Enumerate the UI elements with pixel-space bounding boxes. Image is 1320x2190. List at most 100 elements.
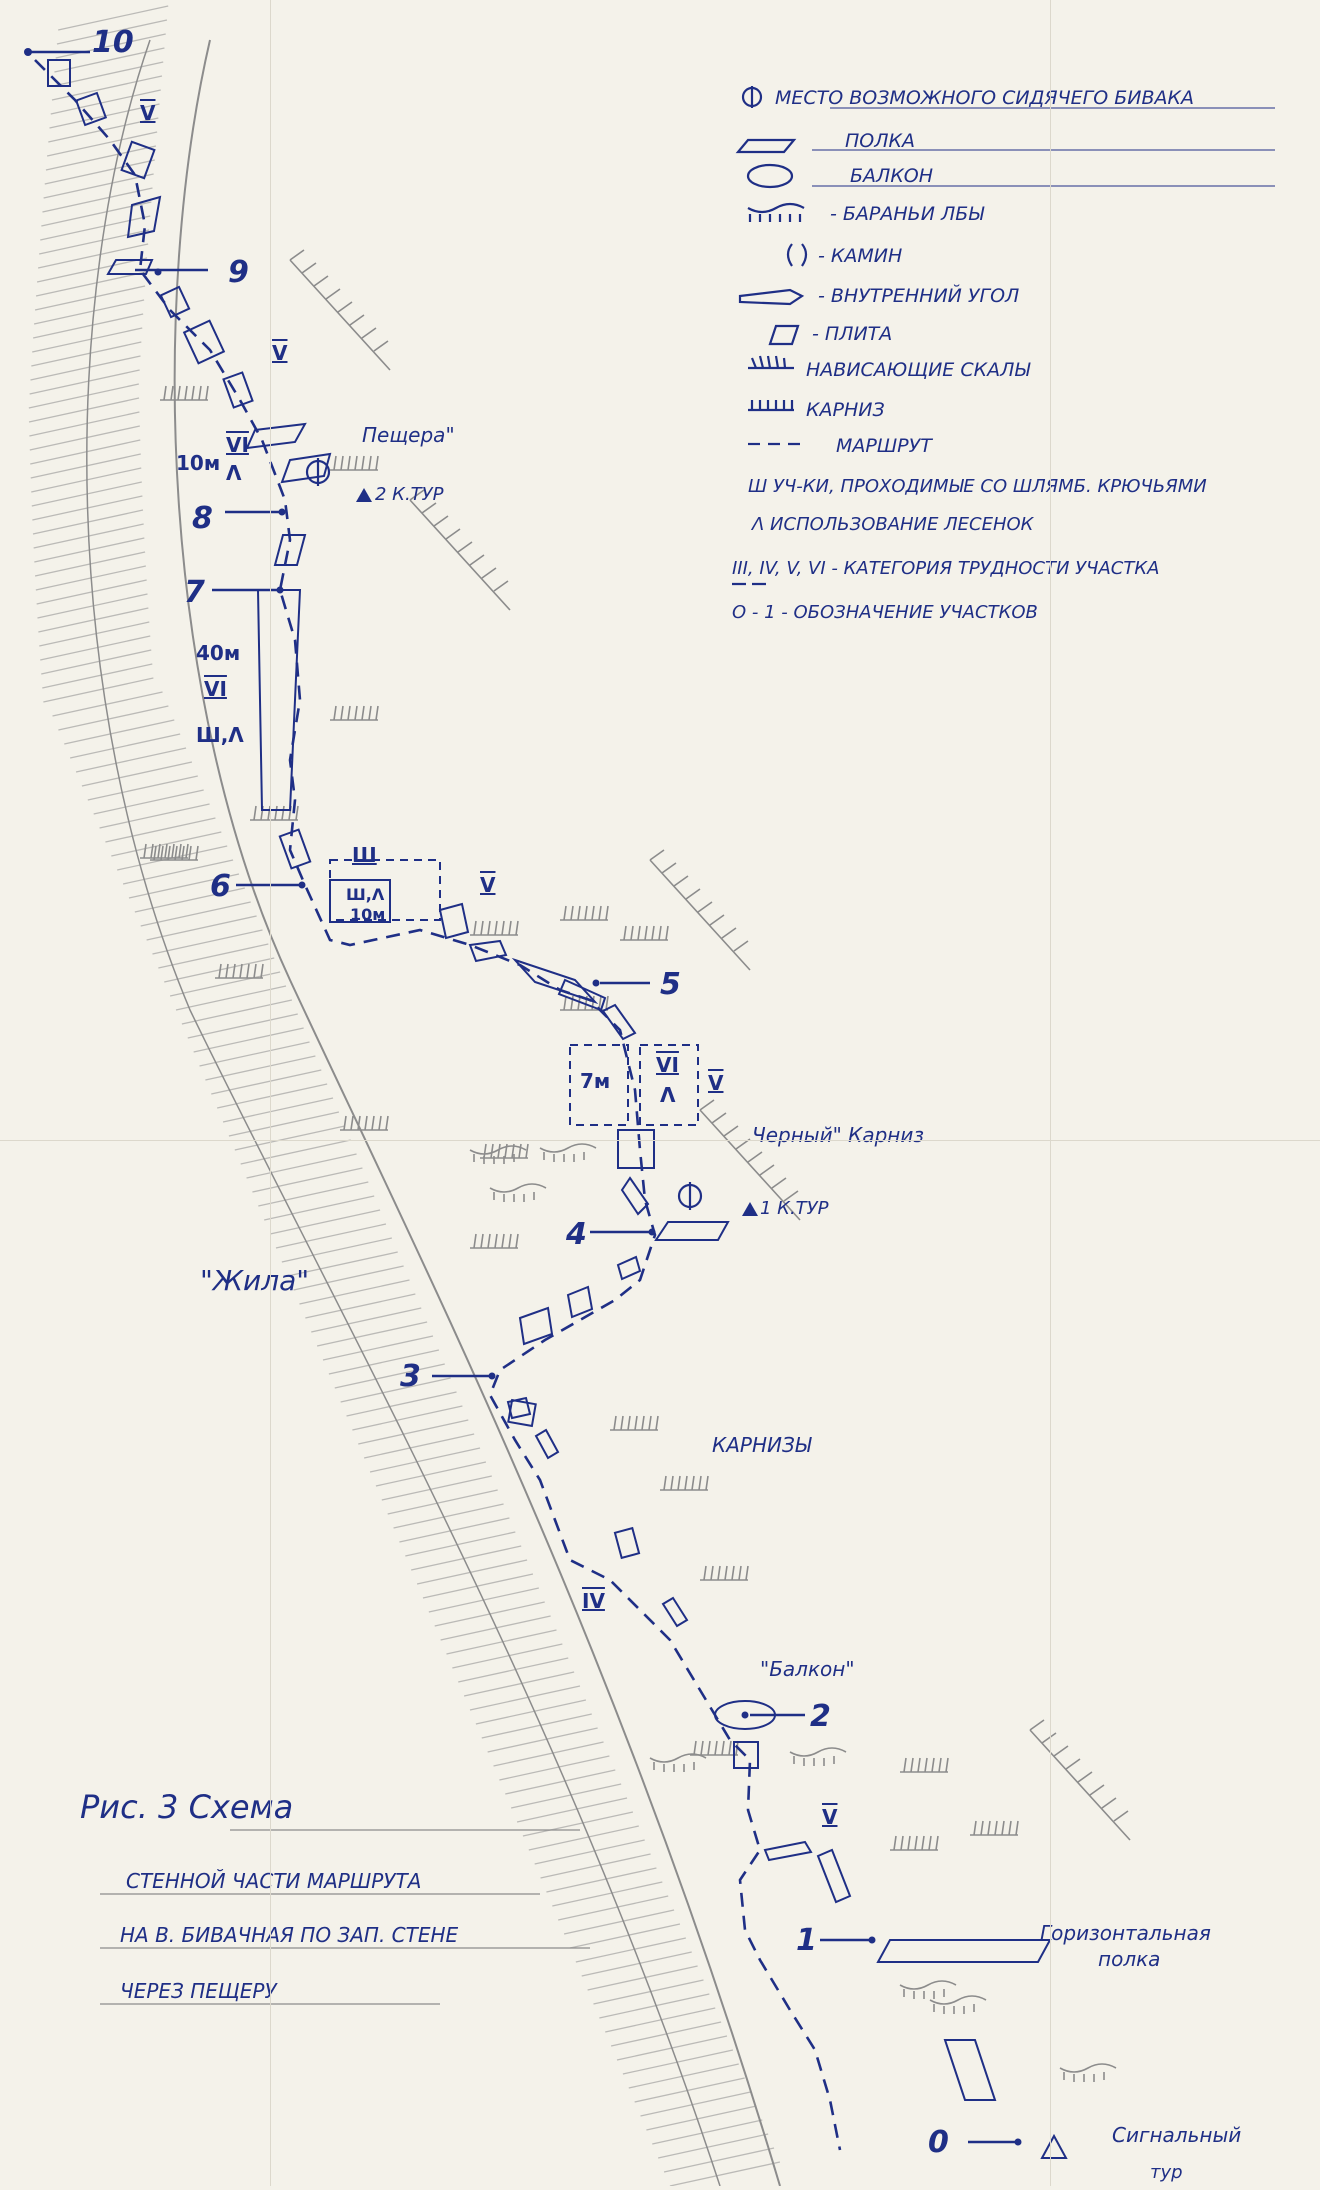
- caption-lines: [100, 1829, 590, 2005]
- hatch-stroke: [264, 1195, 375, 1221]
- cornice-symbol: [690, 1740, 739, 1756]
- hatch-stroke: [32, 327, 143, 353]
- hatch-stroke: [75, 747, 187, 773]
- hatch-stroke: [352, 1405, 463, 1431]
- hatch-stroke: [252, 1167, 363, 1193]
- hatch-stroke: [41, 649, 152, 675]
- bivouac-icon: [677, 1182, 703, 1210]
- shelf-symbol: [280, 452, 332, 484]
- hatch-stroke: [146, 915, 257, 941]
- hatch-stroke: [511, 1783, 622, 1809]
- cornice-symbol: [620, 925, 669, 941]
- horizontal-shelf-symbol: [876, 1939, 1052, 1963]
- legend-chimney-icon: [786, 243, 808, 267]
- slab-symbol: [661, 1596, 689, 1628]
- hatch-stroke: [38, 607, 149, 633]
- corner-symbol: [256, 589, 302, 811]
- hatch-stroke: [81, 761, 193, 787]
- rams-forehead-symbol: [1059, 2063, 1117, 2082]
- cornice-symbol: [700, 1565, 749, 1581]
- hatch-stroke: [481, 1713, 592, 1739]
- hatch-stroke: [128, 873, 240, 899]
- rams-forehead-symbol: [649, 1753, 707, 1772]
- hatch-stroke: [122, 859, 234, 885]
- hatch-stroke: [246, 1153, 357, 1179]
- hatch-stroke: [334, 1363, 445, 1389]
- hatch-stroke: [387, 1489, 498, 1515]
- hatch-stroke: [40, 635, 151, 661]
- cornice-symbol: [250, 805, 299, 821]
- legend-slab-text: - ПЛИТА: [812, 323, 892, 345]
- chimney-box: [617, 1129, 655, 1169]
- hatch-stroke: [29, 369, 140, 395]
- hatch-stroke: [452, 1643, 563, 1669]
- hatch-stroke: [50, 89, 161, 115]
- cairn-icon: [742, 1202, 758, 1216]
- hatch-stroke: [152, 929, 263, 955]
- station-label-9: 9: [228, 255, 249, 290]
- hatch-stroke: [193, 1027, 304, 1053]
- legend-overhang-icon: [748, 355, 794, 370]
- hatch-stroke: [340, 1377, 451, 1403]
- signal-cairn-icon: [1040, 2133, 1068, 2159]
- grade-label: VI: [226, 433, 249, 457]
- hatch-stroke: [605, 2007, 716, 2033]
- hatch-stroke: [45, 145, 157, 171]
- place-names: Пещера" 2 К.ТУР Черный" Карниз 1 К.ТУР "…: [200, 423, 1241, 2183]
- hatch-stroke: [169, 971, 281, 997]
- cornice-symbol: [890, 1835, 939, 1851]
- grade-label: VI: [656, 1053, 679, 1077]
- hatch-stroke: [669, 2161, 781, 2187]
- section-box: [329, 879, 391, 923]
- station-label-10: 10: [92, 25, 134, 60]
- legend-shelf-icon: [735, 138, 797, 154]
- hatch-stroke: [663, 2147, 775, 2173]
- hatch-stroke: [552, 1881, 663, 1907]
- hatch-stroke: [599, 1993, 710, 2019]
- cornice-symbol: [215, 963, 264, 979]
- caption-line: ЧЕРЕЗ ПЕЩЕРУ: [120, 1979, 278, 2003]
- slab-symbol: [468, 939, 508, 963]
- vein-edge-line: [86, 39, 721, 2187]
- rock-symbols: [140, 249, 1131, 2082]
- cornice-symbol: [970, 1820, 1019, 1836]
- hatch-stroke: [37, 593, 148, 619]
- hatch-stroke: [499, 1755, 610, 1781]
- slab-symbol: [182, 319, 226, 365]
- cornice-symbol: [470, 1233, 519, 1249]
- grade-label: V: [480, 873, 496, 897]
- caption-title: Рис. 3 Схема: [80, 1788, 293, 1826]
- station-label-2: 2: [810, 1699, 831, 1734]
- shelf-symbol: [106, 259, 154, 275]
- hatch-stroke: [58, 5, 169, 31]
- hatch-stroke: [36, 257, 148, 283]
- hatch-stroke: [405, 1531, 516, 1557]
- hatch-stroke: [58, 705, 169, 731]
- hatch-stroke: [93, 789, 204, 815]
- cornice-symbol: [660, 1475, 709, 1491]
- legend-cornice-text: КАРНИЗ: [806, 399, 885, 421]
- hatch-stroke: [569, 1923, 681, 1949]
- hatch-stroke: [99, 803, 210, 829]
- cornice-symbol: [160, 385, 209, 401]
- balcony-label: "Балкон": [760, 1657, 855, 1681]
- hatch-stroke: [558, 1895, 669, 1921]
- slab-symbol: [620, 1176, 650, 1216]
- hatch-stroke: [375, 1461, 487, 1487]
- legend-route-text: МАРШРУТ: [836, 435, 933, 457]
- hatch-stroke: [28, 397, 140, 423]
- cornice-symbol: [340, 1115, 389, 1131]
- station-label-3: 3: [400, 1359, 421, 1394]
- hatch-stroke: [411, 1545, 522, 1571]
- grade-label: Ш: [352, 843, 377, 867]
- cornice-symbol: [560, 995, 609, 1011]
- cornice-symbol: [330, 705, 379, 721]
- hatch-stroke: [305, 1293, 416, 1319]
- rams-forehead-symbol: [789, 1747, 847, 1766]
- hatch-stroke: [39, 229, 150, 255]
- hatch-stroke: [358, 1419, 469, 1445]
- paper-fold-line: [1050, 0, 1051, 2186]
- length-label: 7м: [580, 1069, 610, 1093]
- shelf-symbol: [557, 978, 607, 1012]
- hatch-stroke: [29, 425, 140, 451]
